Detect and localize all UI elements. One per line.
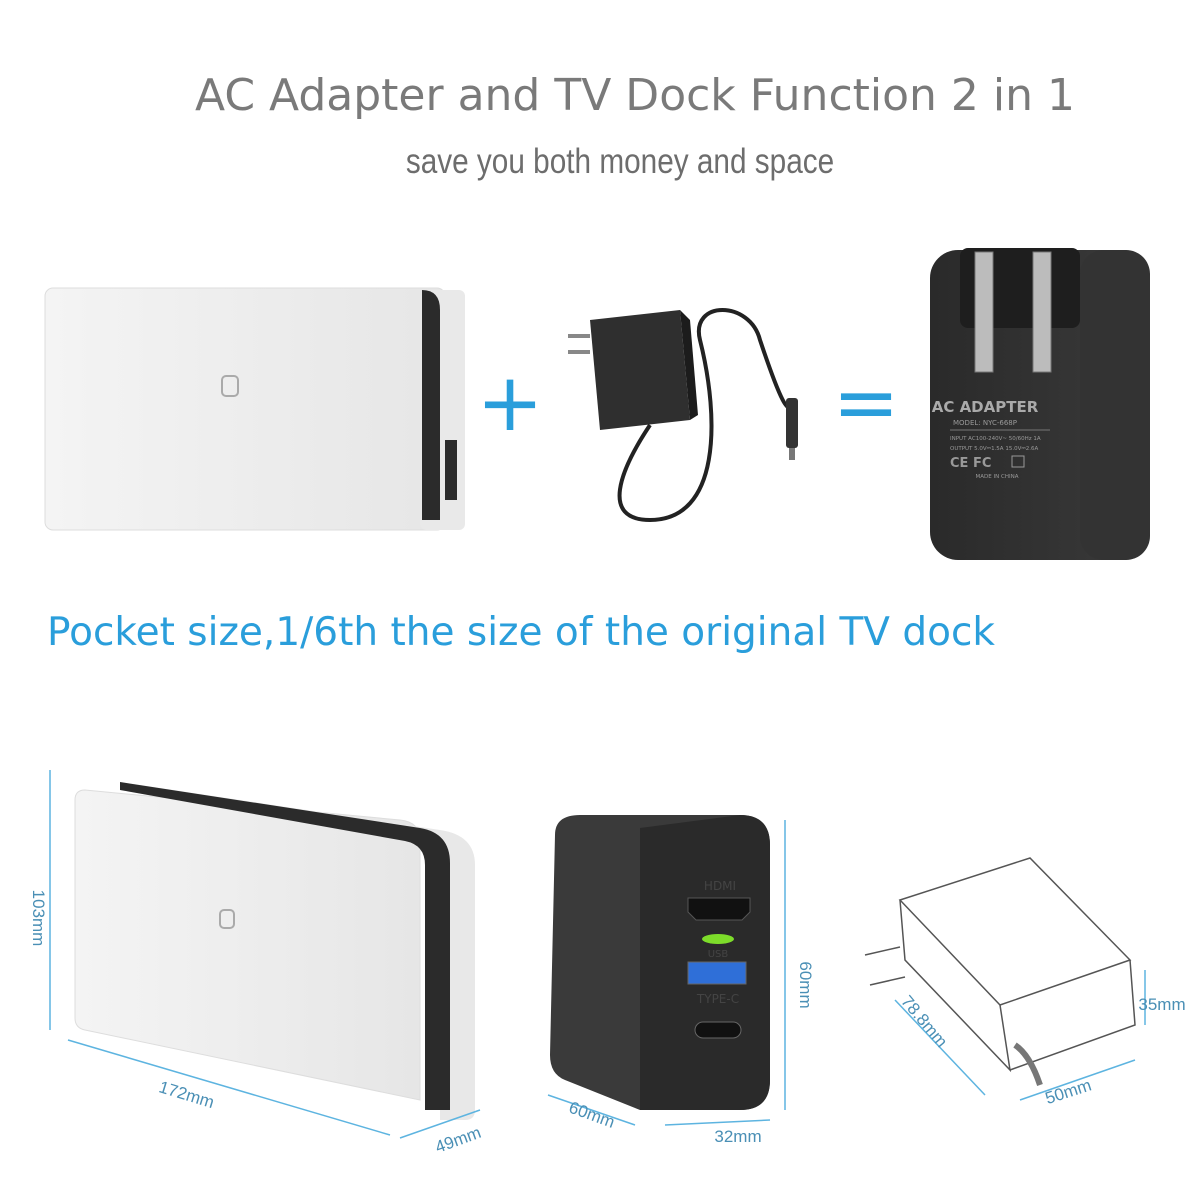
charger-dimension-diagram: HDMI USB TYPE-C 60mm 60mm 32mm [547,815,815,1146]
usb-port-label: USB [708,949,729,960]
switch-logo-icon [221,375,239,397]
adapter-model: MODEL: NYC-668P [953,419,1017,427]
outline-width-label: 50mm [1043,1075,1094,1108]
dock-length-label: 172mm [157,1077,217,1112]
adapter-output: OUTPUT 5.0V⎓1.5A 15.0V⎓2.6A [950,446,1038,452]
switch-logo-icon [219,909,235,929]
dock-dimension-diagram: 103mm 172mm 49mm [29,770,484,1157]
plus-symbol: + [476,356,543,449]
usb-port [687,961,747,985]
double-insulation-icon [1011,455,1025,468]
combined-ac-adapter: AC ADAPTER MODEL: NYC-668P INPUT AC100-2… [930,248,1150,560]
dock-height-label: 103mm [29,890,48,947]
hdmi-port-label: HDMI [704,879,736,893]
original-power-adapter [568,308,798,523]
adapter-brand: AC ADAPTER [932,398,1039,416]
page-title: AC Adapter and TV Dock Function 2 in 1 [195,70,1075,121]
charger-depth-label: 60mm [566,1098,617,1132]
equals-symbol: = [832,356,899,449]
typec-port-label: TYPE-C [696,992,739,1006]
charger-height-label: 60mm [796,961,815,1008]
charger-width-label: 32mm [714,1127,761,1146]
outline-depth-label: 35mm [1138,995,1185,1014]
adapter-origin: MADE IN CHINA [976,474,1019,480]
page-subtitle: save you both money and space [405,142,835,181]
adapter-outline-diagram [864,857,1146,1101]
hdmi-port [687,897,751,921]
original-tv-dock [44,287,465,531]
status-led [702,934,734,944]
certification-marks: CE FC [950,456,991,471]
dock-depth-label: 49mm [433,1123,484,1157]
size-tagline: Pocket size,1/6th the size of the origin… [47,610,996,655]
adapter-input: INPUT AC100-240V~ 50/60Hz 1A [950,436,1041,442]
typec-port [694,1021,742,1039]
